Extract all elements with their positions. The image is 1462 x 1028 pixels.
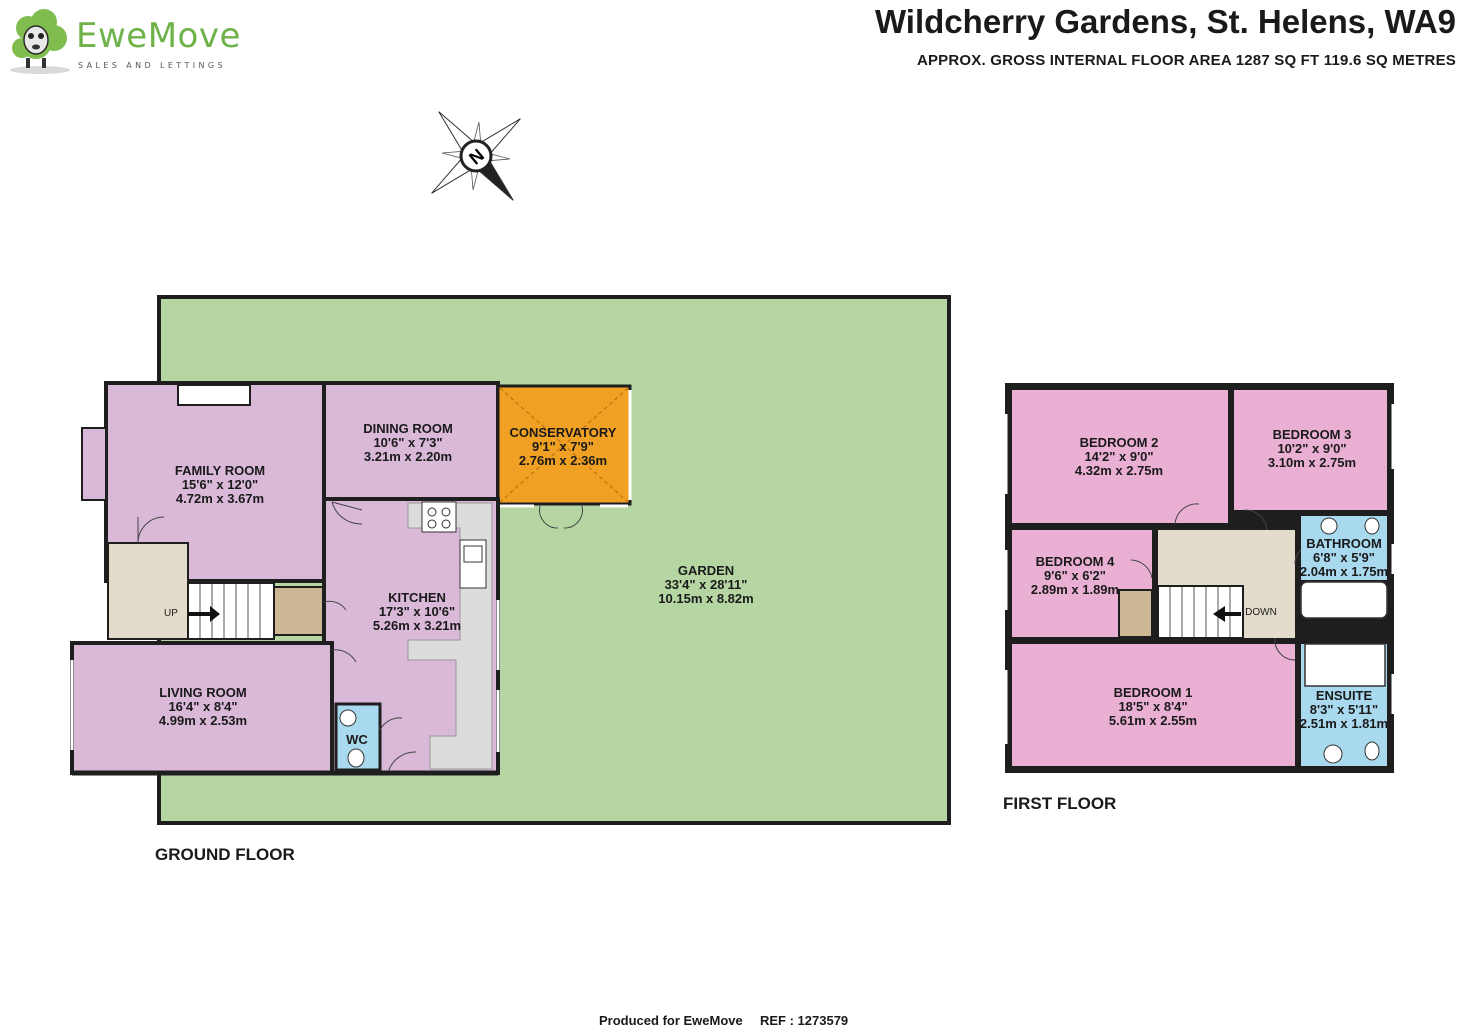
wc-basin-icon	[339, 709, 357, 727]
bedroom-3-metric: 3.10m x 2.75m	[1267, 455, 1357, 470]
conservatory-label: CONSERVATORY 9'1" x 7'9" 2.76m x 2.36m	[500, 426, 626, 468]
garden-name: GARDEN	[677, 563, 735, 578]
garden-metric: 10.15m x 8.82m	[658, 591, 754, 606]
family-room-name: FAMILY ROOM	[174, 463, 266, 478]
ensuite-name: ENSUITE	[1315, 688, 1373, 703]
family-room-label: FAMILY ROOM 15'6" x 12'0" 4.72m x 3.67m	[160, 464, 280, 506]
kitchen-sink-icon	[459, 539, 487, 589]
bedroom-4-cupboard	[1118, 589, 1153, 638]
stairs-up-label: UP	[164, 608, 178, 619]
bedroom-2-name: BEDROOM 2	[1079, 435, 1159, 450]
bedroom-2-imperial: 14'2" x 9'0"	[1084, 449, 1154, 464]
bedroom-3-name: BEDROOM 3	[1272, 427, 1352, 442]
bedroom-2-metric: 4.32m x 2.75m	[1074, 463, 1164, 478]
living-room-area	[70, 641, 334, 775]
hob-icon	[421, 501, 457, 533]
kitchen-label: KITCHEN 17'3" x 10'6" 5.26m x 3.21m	[357, 591, 477, 633]
bedroom-4-label: BEDROOM 4 9'6" x 6'2" 2.89m x 1.89m	[1020, 555, 1130, 597]
ground-floor-label: GROUND FLOOR	[155, 845, 295, 864]
logo-wordmark: EweMove	[76, 16, 241, 56]
bedroom-3-imperial: 10'2" x 9'0"	[1277, 441, 1347, 456]
wc-toilet-icon	[347, 748, 365, 768]
logo-word-move: Move	[147, 16, 241, 56]
dining-room-label: DINING ROOM 10'6" x 7'3" 3.21m x 2.20m	[348, 422, 468, 464]
first-floor-label: FIRST FLOOR	[1003, 794, 1117, 813]
bathroom-label: BATHROOM 6'8" x 5'9" 2.04m x 1.75m	[1296, 537, 1392, 579]
stairs-up	[187, 582, 275, 640]
living-room-name: LIVING ROOM	[159, 685, 247, 700]
logo: EweMove SALES AND LETTINGS	[6, 6, 246, 76]
ground-floor-plan	[70, 295, 951, 825]
bedroom-1-label: BEDROOM 1 18'5" x 8'4" 5.61m x 2.55m	[1093, 686, 1213, 728]
dining-room-name: DINING ROOM	[363, 421, 453, 436]
bathroom-imperial: 6'8" x 5'9"	[1313, 550, 1375, 565]
footer-credit: Produced for EweMove REF : 1273579	[599, 1013, 848, 1028]
stairs-up-arrow-icon	[188, 606, 220, 622]
wc-label: WC	[346, 732, 368, 747]
family-room-imperial: 15'6" x 12'0"	[181, 477, 259, 492]
living-room-label: LIVING ROOM 16'4" x 8'4" 4.99m x 2.53m	[143, 686, 263, 728]
stairs-down-arrow-icon	[1213, 606, 1241, 622]
ensuite-toilet-icon	[1364, 741, 1380, 761]
dining-room-imperial: 10'6" x 7'3"	[373, 435, 443, 450]
ensuite-label: ENSUITE 8'3" x 5'11" 2.51m x 1.81m	[1296, 689, 1392, 731]
bathroom-basin-icon	[1320, 517, 1338, 535]
ensuite-imperial: 8'3" x 5'11"	[1309, 702, 1379, 717]
sheep-mascot-icon	[10, 9, 70, 74]
compass-rose-icon: N	[431, 111, 521, 201]
bedroom-1-imperial: 18'5" x 8'4"	[1118, 699, 1188, 714]
bathroom-name: BATHROOM	[1306, 536, 1382, 551]
first-floor-plan	[1004, 383, 1395, 773]
entrance-hall	[107, 542, 189, 640]
living-room-imperial: 16'4" x 8'4"	[168, 699, 238, 714]
bay-window	[81, 427, 107, 501]
understair-cupboard	[273, 586, 325, 636]
page-title: Wildcherry Gardens, St. Helens, WA9	[874, 3, 1456, 40]
fireplace	[177, 384, 251, 406]
bathroom-metric: 2.04m x 1.75m	[1299, 564, 1389, 579]
dining-room-metric: 3.21m x 2.20m	[363, 449, 453, 464]
kitchen-metric: 5.26m x 3.21m	[372, 618, 462, 633]
bathroom-toilet-icon	[1364, 517, 1380, 535]
landing-area	[1158, 530, 1295, 638]
bedroom-4-metric: 2.89m x 1.89m	[1030, 582, 1120, 597]
footer-reference: REF : 1273579	[760, 1013, 849, 1028]
kitchen-imperial: 17'3" x 10'6"	[378, 604, 456, 619]
bedroom-4-imperial: 9'6" x 6'2"	[1044, 568, 1106, 583]
bedroom-3-label: BEDROOM 3 10'2" x 9'0" 3.10m x 2.75m	[1252, 428, 1372, 470]
bath-icon	[1300, 581, 1388, 619]
living-room-metric: 4.99m x 2.53m	[158, 713, 248, 728]
logo-word-ewe: Ewe	[76, 16, 148, 56]
bedroom-1-area	[1012, 644, 1295, 766]
bedroom-2-label: BEDROOM 2 14'2" x 9'0" 4.32m x 2.75m	[1059, 436, 1179, 478]
footer-produced-for: Produced for EweMove	[599, 1013, 743, 1028]
garden-label: GARDEN 33'4" x 28'11" 10.15m x 8.82m	[646, 564, 766, 606]
kitchen-name: KITCHEN	[388, 590, 446, 605]
logo-tagline: SALES AND LETTINGS	[78, 61, 226, 70]
conservatory-metric: 2.76m x 2.36m	[518, 453, 608, 468]
conservatory-imperial: 9'1" x 7'9"	[532, 439, 594, 454]
bedroom-2-area	[1012, 390, 1228, 523]
conservatory-name: CONSERVATORY	[509, 425, 617, 440]
ensuite-basin-icon	[1323, 744, 1343, 764]
bedroom-1-name: BEDROOM 1	[1113, 685, 1193, 700]
garden-imperial: 33'4" x 28'11"	[664, 577, 748, 592]
bedroom-1-metric: 5.61m x 2.55m	[1108, 713, 1198, 728]
shower-icon	[1304, 643, 1386, 687]
family-room-metric: 4.72m x 3.67m	[175, 491, 265, 506]
bedroom-4-name: BEDROOM 4	[1035, 554, 1115, 569]
ensuite-metric: 2.51m x 1.81m	[1299, 716, 1389, 731]
stairs-down-label: DOWN	[1245, 607, 1277, 618]
floor-area-subtitle: APPROX. GROSS INTERNAL FLOOR AREA 1287 S…	[916, 52, 1456, 69]
bedroom-3-area	[1234, 390, 1387, 510]
